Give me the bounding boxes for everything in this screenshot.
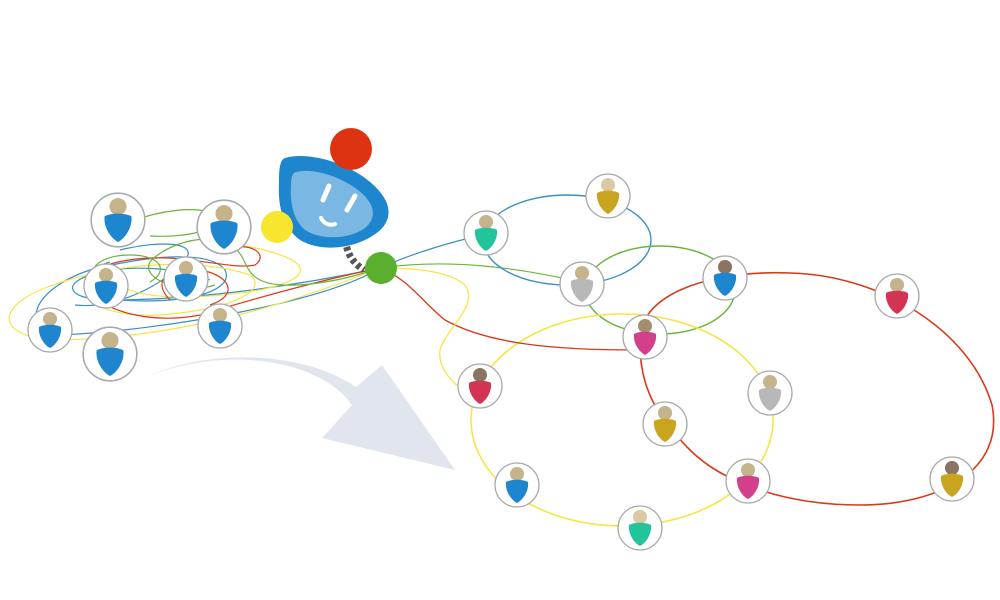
person-avatar[interactable] [27, 307, 73, 353]
mascot-eye-right [344, 193, 358, 213]
avatar-body-icon [758, 387, 782, 411]
person-avatar[interactable] [457, 363, 503, 409]
person-avatar[interactable] [725, 458, 771, 504]
person-avatar[interactable] [82, 326, 138, 382]
mascot-screen [290, 170, 373, 238]
router-mascot-icon [261, 128, 397, 284]
red-group-ring [639, 271, 995, 506]
avatar-body-icon [505, 479, 529, 503]
avatar-body-icon [210, 220, 238, 249]
avatar-body-icon [940, 473, 964, 497]
avatar-head-icon [473, 368, 487, 382]
avatar-body-icon [174, 273, 198, 297]
person-avatar[interactable] [702, 255, 748, 301]
avatar-body-icon [570, 278, 594, 302]
mascot-mouth [319, 216, 337, 227]
avatar-head-icon [763, 375, 777, 389]
avatar-body-icon [628, 522, 652, 546]
avatar-head-icon [101, 332, 119, 350]
avatar-head-icon [658, 406, 672, 420]
avatar-head-icon [213, 308, 227, 322]
person-avatar[interactable] [642, 401, 688, 447]
person-avatar[interactable] [163, 256, 209, 302]
yellow-dot [261, 211, 293, 243]
tangle-link [88, 246, 381, 319]
avatar-body-icon [885, 290, 909, 314]
avatar-body-icon [596, 190, 620, 214]
red-link [379, 267, 636, 351]
avatar-body-icon [653, 418, 677, 442]
avatar-head-icon [633, 510, 647, 524]
avatar-head-icon [945, 461, 959, 475]
person-avatar[interactable] [929, 456, 975, 502]
green-dot [365, 252, 397, 284]
avatar-body-icon [633, 331, 657, 355]
person-avatar[interactable] [585, 173, 631, 219]
people-layer [27, 173, 975, 551]
yellow-link [379, 267, 470, 389]
avatar-body-icon [208, 320, 232, 344]
avatar-body-icon [104, 213, 132, 242]
avatar-body-icon [474, 227, 498, 251]
avatar-head-icon [575, 266, 589, 280]
person-avatar[interactable] [197, 303, 243, 349]
mascot-eye-left [320, 183, 332, 203]
avatar-body-icon [736, 475, 760, 499]
person-avatar[interactable] [196, 199, 252, 255]
person-avatar[interactable] [463, 210, 509, 256]
avatar-head-icon [741, 463, 755, 477]
avatar-head-icon [179, 261, 193, 275]
avatar-body-icon [96, 347, 124, 376]
transform-arrow [148, 357, 455, 470]
person-avatar[interactable] [90, 192, 146, 248]
person-avatar[interactable] [747, 370, 793, 416]
avatar-head-icon [109, 198, 127, 216]
red-dot [330, 128, 372, 170]
avatar-body-icon [713, 272, 737, 296]
avatar-head-icon [718, 260, 732, 274]
avatar-head-icon [99, 268, 113, 282]
tangle-link [379, 263, 581, 283]
person-avatar[interactable] [874, 273, 920, 319]
avatar-head-icon [638, 319, 652, 333]
avatar-head-icon [890, 278, 904, 292]
avatar-head-icon [601, 178, 615, 192]
person-avatar[interactable] [622, 314, 668, 360]
tangle-link [119, 244, 301, 298]
avatar-head-icon [43, 312, 57, 326]
avatar-head-icon [510, 467, 524, 481]
avatar-body-icon [94, 280, 118, 304]
person-avatar[interactable] [559, 261, 605, 307]
avatar-head-icon [479, 215, 493, 229]
tangle-link [71, 267, 381, 301]
person-avatar[interactable] [494, 462, 540, 508]
person-avatar[interactable] [83, 263, 129, 309]
person-avatar[interactable] [617, 505, 663, 551]
avatar-head-icon [215, 205, 233, 223]
avatar-body-icon [38, 324, 62, 348]
avatar-body-icon [468, 380, 492, 404]
